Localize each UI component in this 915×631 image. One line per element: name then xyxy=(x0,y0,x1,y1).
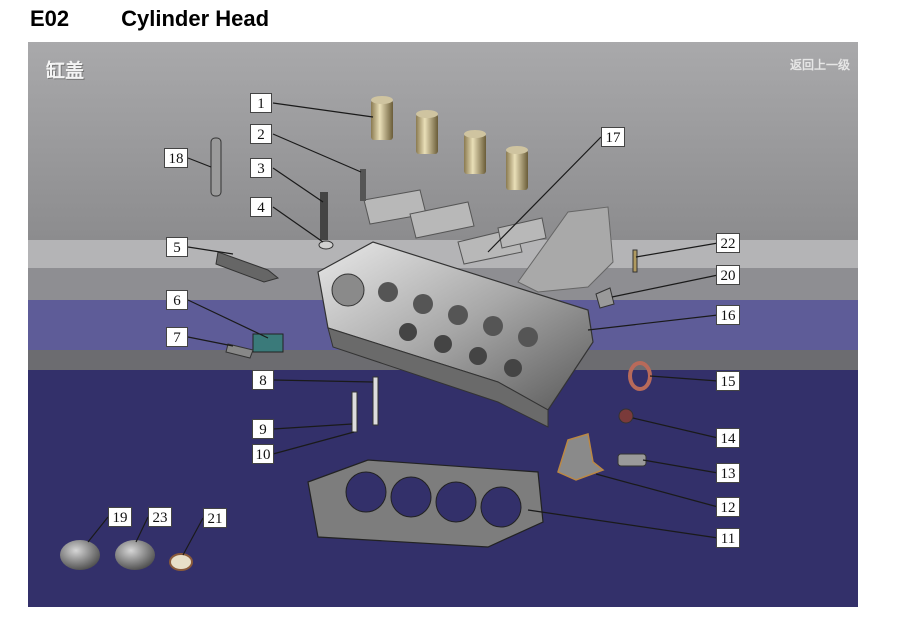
pin-part xyxy=(632,249,638,273)
callout-15: 15 xyxy=(716,371,740,391)
seal-part xyxy=(618,408,634,424)
callout-21: 21 xyxy=(203,508,227,528)
valve-part xyxy=(351,391,358,433)
callout-16: 16 xyxy=(716,305,740,325)
callout-10: 10 xyxy=(252,444,274,464)
tappet-parts xyxy=(371,96,528,190)
callout-11: 11 xyxy=(716,528,740,548)
callout-6: 6 xyxy=(166,290,188,310)
callout-20: 20 xyxy=(716,265,740,285)
expansion-plug xyxy=(60,540,100,570)
callout-12: 12 xyxy=(716,497,740,517)
bracket-part xyxy=(557,433,605,481)
callout-1: 1 xyxy=(250,93,272,113)
sensor-part xyxy=(252,333,284,353)
leader-lines xyxy=(87,102,719,556)
callout-7: 7 xyxy=(166,327,188,347)
callout-19: 19 xyxy=(108,507,132,527)
plug-part xyxy=(617,453,647,467)
callout-9: 9 xyxy=(252,419,274,439)
section-code: E02 xyxy=(30,6,70,31)
bolt-part xyxy=(360,169,366,201)
callout-4: 4 xyxy=(250,197,272,217)
engine-bracket xyxy=(517,206,614,293)
exploded-view-panel: 缸盖 返回上一级 1 2 3 4 5 6 7 8 9 10 11 12 13 1… xyxy=(28,42,858,607)
callout-8: 8 xyxy=(252,370,274,390)
callout-13: 13 xyxy=(716,463,740,483)
cover-part xyxy=(595,287,615,309)
page-header: E02 Cylinder Head xyxy=(30,6,269,32)
callout-18: 18 xyxy=(164,148,188,168)
connector-part xyxy=(225,343,254,359)
callout-14: 14 xyxy=(716,428,740,448)
panel-title: 缸盖 xyxy=(46,60,85,82)
cylinder-head xyxy=(317,241,594,428)
sensor-part xyxy=(215,251,280,283)
strap-part xyxy=(210,137,222,197)
section-title: Cylinder Head xyxy=(121,6,270,31)
back-link[interactable]: 返回上一级 xyxy=(789,58,850,72)
bolt-part xyxy=(320,192,328,240)
callout-23: 23 xyxy=(148,507,172,527)
washer-part xyxy=(318,240,334,250)
seal-plug xyxy=(169,553,193,571)
callout-22: 22 xyxy=(716,233,740,253)
expansion-plug xyxy=(115,540,155,570)
camshaft-caps xyxy=(363,189,547,265)
head-gasket xyxy=(307,459,544,548)
callout-3: 3 xyxy=(250,158,272,178)
callout-17: 17 xyxy=(601,127,625,147)
callout-5: 5 xyxy=(166,237,188,257)
callout-2: 2 xyxy=(250,124,272,144)
valve-part xyxy=(372,376,379,426)
